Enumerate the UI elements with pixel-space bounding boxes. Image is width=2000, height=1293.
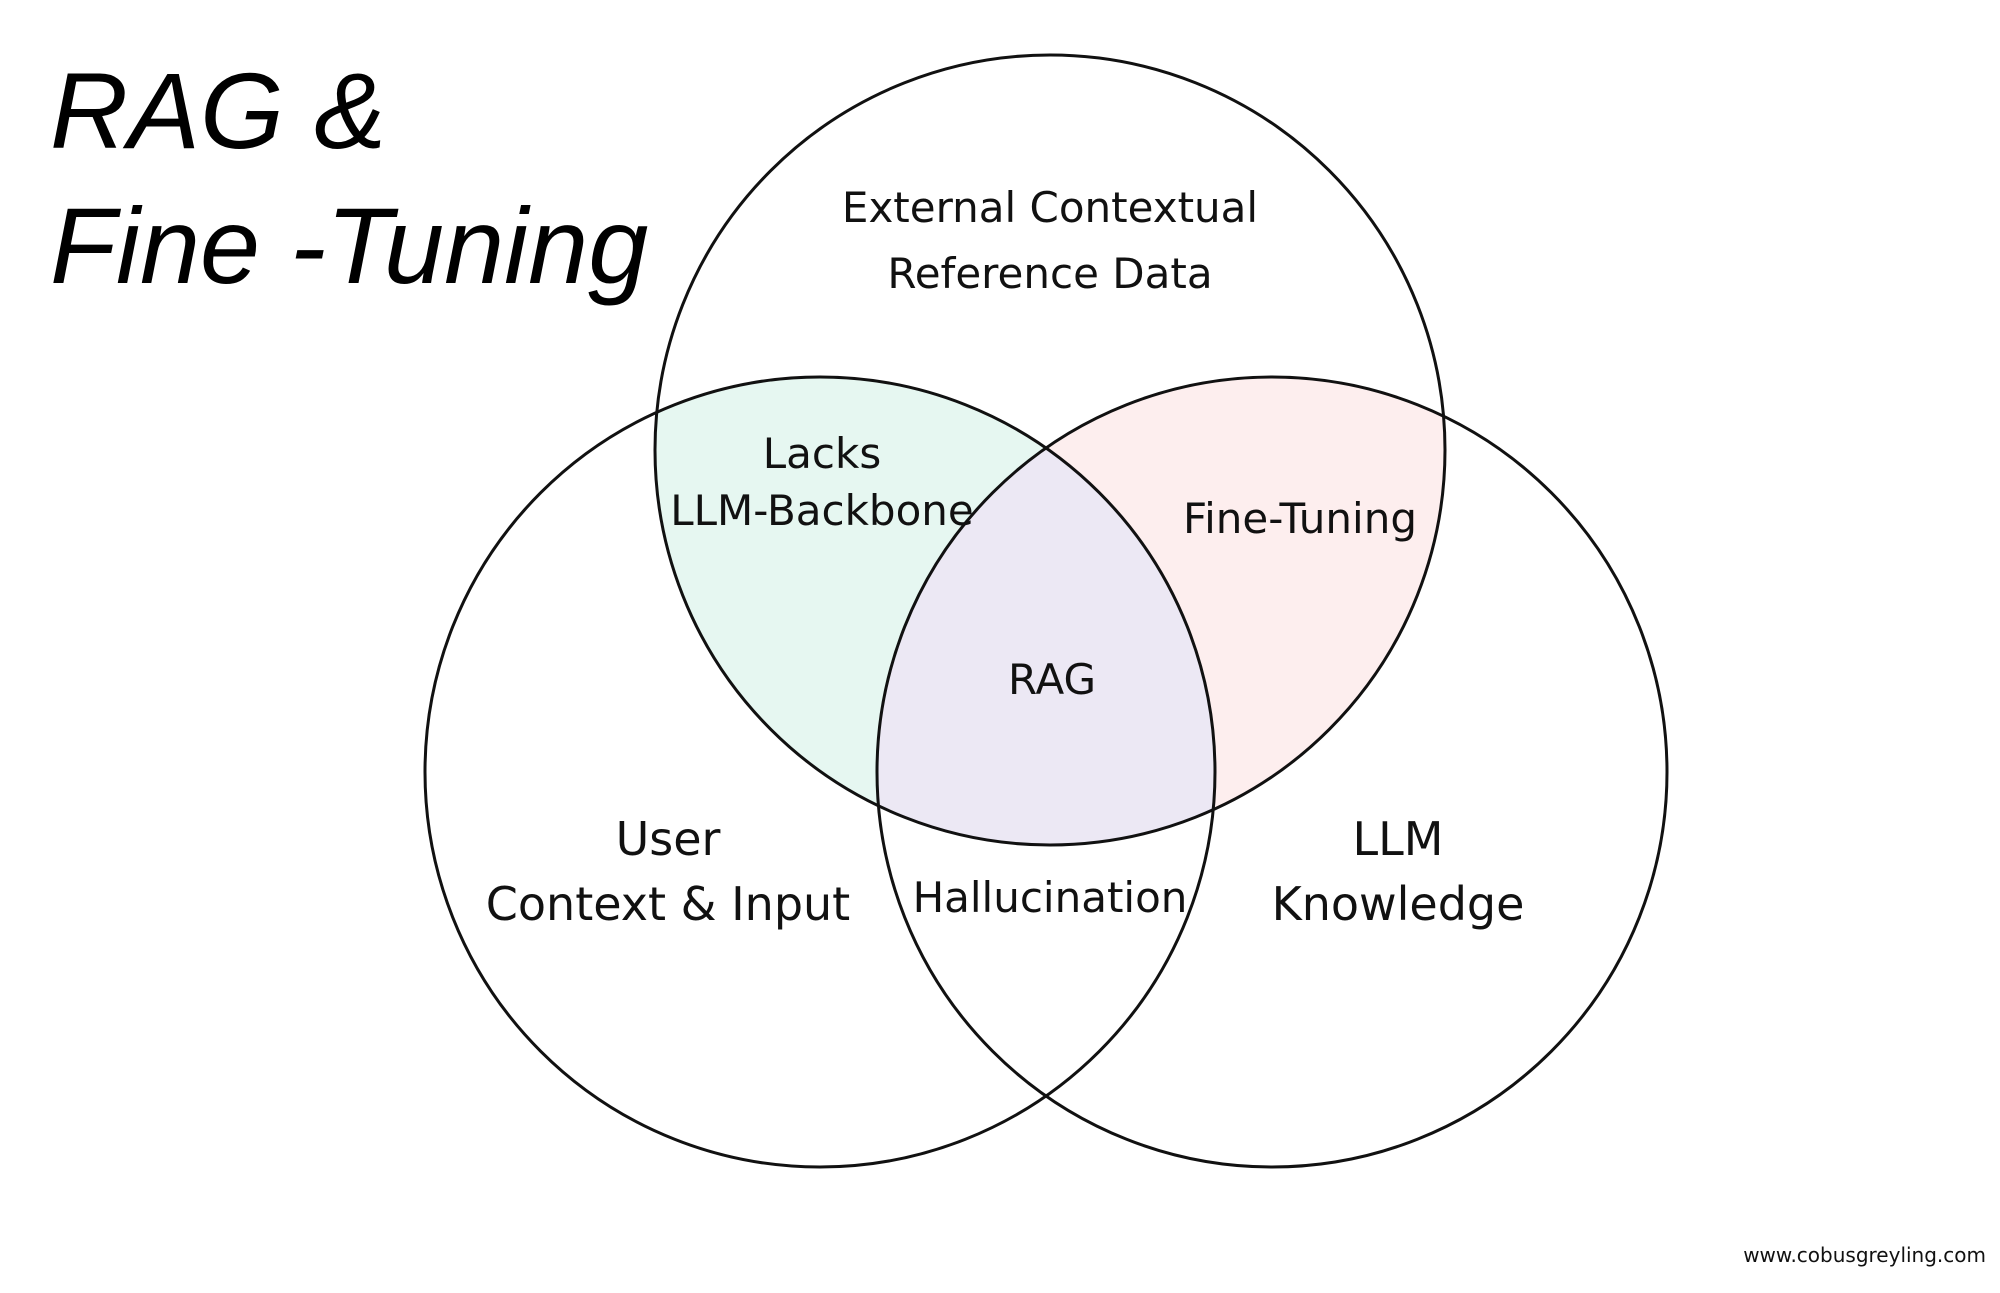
right-circle-label-line-2: Knowledge: [1272, 877, 1525, 931]
circle-llm-knowledge: [875, 375, 1669, 1169]
region-label-fine-tuning: Fine-Tuning: [1183, 494, 1417, 543]
region-label-llm-backbone: LLM-Backbone: [670, 486, 973, 535]
top-circle-label-line-1: External Contextual: [842, 183, 1258, 232]
circle-user-context-input: [423, 375, 1217, 1169]
title-line-2: Fine -Tuning: [50, 185, 648, 306]
region-rag: [877, 377, 1215, 845]
top-circle-label-line-2: Reference Data: [887, 249, 1212, 298]
right-circle-label-line-1: LLM: [1353, 812, 1444, 866]
region-label-lacks: Lacks: [763, 429, 881, 478]
circle-external-contextual-reference-data: [653, 53, 1447, 847]
left-circle-label-line-1: User: [616, 812, 721, 866]
title-line-1: RAG &: [50, 50, 386, 171]
left-circle-label-line-2: Context & Input: [486, 877, 850, 931]
footer-url: www.cobusgreyling.com: [1743, 1243, 1986, 1267]
region-label-rag: RAG: [1008, 655, 1096, 704]
region-label-hallucination: Hallucination: [913, 873, 1188, 922]
